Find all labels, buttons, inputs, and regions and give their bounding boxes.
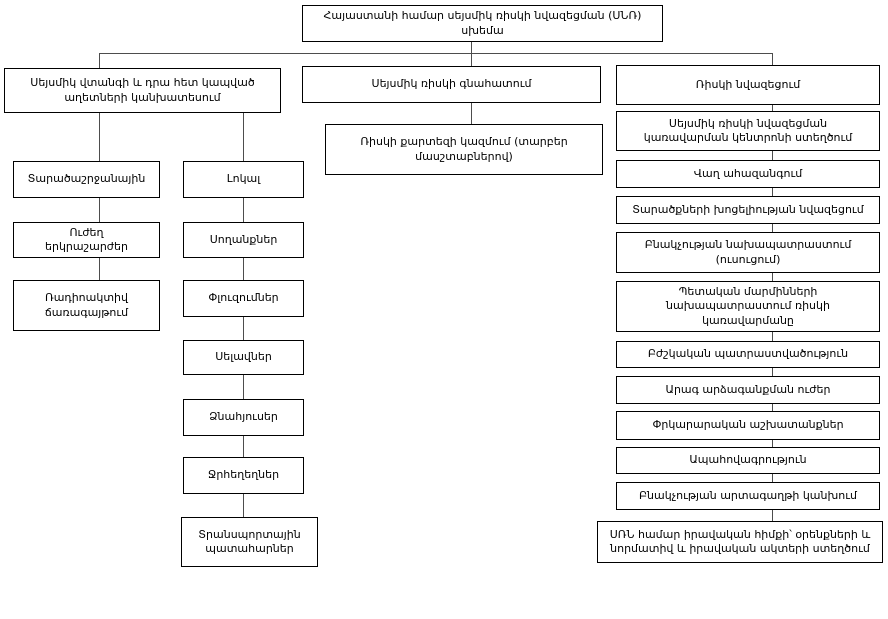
node-landslides: Սողանքներ bbox=[183, 222, 304, 258]
connector-line bbox=[243, 436, 244, 457]
connector-line bbox=[772, 510, 773, 521]
connector-line bbox=[772, 440, 773, 447]
connector-line bbox=[243, 375, 244, 399]
node-state-bodies-preparation: Պետական մարմինների նախապատրաստում ռիսկի … bbox=[616, 281, 880, 332]
node-legal-framework: ՍՌՆ համար իրավական հիմքի՝ օրենքների և նո… bbox=[597, 521, 883, 563]
connector-line bbox=[99, 113, 100, 161]
connector-line bbox=[243, 317, 244, 340]
connector-line bbox=[99, 258, 100, 280]
node-insurance: Ապահովագրություն bbox=[616, 447, 880, 474]
risk-reduction-header: Ռիսկի նվազեցում bbox=[616, 65, 880, 105]
connector-line bbox=[243, 113, 244, 161]
node-regional: Տարածաշրջանային bbox=[13, 161, 160, 198]
node-collapses: Փլուզումներ bbox=[183, 280, 304, 317]
node-transport-accidents: Տրանսպորտային պատահարներ bbox=[181, 517, 318, 567]
node-risk-center: Սեյսմիկ ռիսկի նվազեցման կառավարման կենտր… bbox=[616, 111, 880, 151]
connector-line bbox=[772, 273, 773, 281]
connector-line bbox=[99, 198, 100, 222]
node-rescue-operations: Փրկարարական աշխատանքներ bbox=[616, 411, 880, 440]
connector-line bbox=[772, 105, 773, 111]
node-rapid-response-forces: Արագ արձագանքման ուժեր bbox=[616, 376, 880, 404]
connector-line bbox=[772, 474, 773, 482]
connector-line bbox=[772, 368, 773, 376]
connector-line bbox=[99, 53, 100, 68]
connector-line bbox=[471, 103, 472, 124]
connector-line bbox=[243, 494, 244, 517]
connector-line bbox=[471, 42, 472, 66]
node-emigration-prevention: Բնակչության արտագաղթի կանխում bbox=[616, 482, 880, 510]
connector-line bbox=[772, 404, 773, 411]
node-floods: Ջրհեղեղներ bbox=[183, 457, 304, 494]
connector-line bbox=[772, 332, 773, 341]
node-early-warning: Վաղ ահազանգում bbox=[616, 160, 880, 188]
connector-line bbox=[99, 53, 773, 54]
node-local: Լոկալ bbox=[183, 161, 304, 198]
connector-line bbox=[772, 224, 773, 232]
node-vulnerability-reduction: Տարածքների խոցելիության նվազեցում bbox=[616, 196, 880, 224]
node-mudflows: Սելավներ bbox=[183, 340, 304, 375]
connector-line bbox=[243, 198, 244, 222]
connector-line bbox=[772, 188, 773, 196]
risk-assessment-header: Սեյսմիկ ռիսկի գնահատում bbox=[302, 66, 601, 103]
root-node: Հայաստանի համար սեյսմիկ ռիսկի նվազեցման … bbox=[302, 5, 663, 42]
node-medical-preparedness: Բժշկական պատրաստվածություն bbox=[616, 341, 880, 368]
node-risk-mapping: Ռիսկի քարտեզի կազմում (տարբեր մասշտաբներ… bbox=[325, 124, 603, 175]
node-population-training: Բնակչության նախապատրաստում (ուսուցում) bbox=[616, 232, 880, 273]
node-avalanches: Ձնահյուսեր bbox=[183, 399, 304, 436]
hazard-forecast-header: Սեյսմիկ վտանգի և դրա հետ կապված աղետների… bbox=[4, 68, 281, 113]
connector-line bbox=[772, 53, 773, 65]
connector-line bbox=[243, 258, 244, 280]
node-strong-earthquakes: Ուժեղ երկրաշարժեր bbox=[13, 222, 160, 258]
node-radioactive-radiation: Ռադիոակտիվ ճառագայթում bbox=[13, 280, 160, 331]
connector-line bbox=[772, 151, 773, 160]
